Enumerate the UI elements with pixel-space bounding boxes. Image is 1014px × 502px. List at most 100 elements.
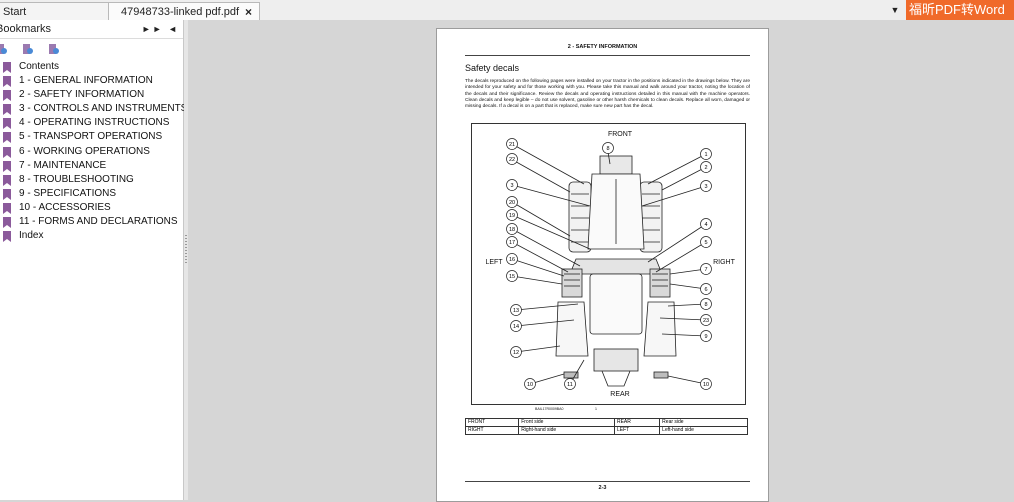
callout-number: 19: [509, 213, 515, 219]
callout: 20: [506, 196, 518, 208]
bookmark-icon: [3, 90, 11, 102]
callout-number: 1: [704, 152, 707, 158]
bookmark-icon: [3, 104, 11, 116]
callout-number: 23: [703, 318, 709, 324]
bookmark-label: 7 - MAINTENANCE: [19, 159, 107, 171]
page-title: Safety decals: [465, 63, 520, 73]
bookmark-label: 4 - OPERATING INSTRUCTIONS: [19, 117, 170, 129]
bookmark-label: 3 - CONTROLS AND INSTRUMENTS: [19, 103, 188, 115]
section-header: 2 - SAFETY INFORMATION: [567, 44, 638, 50]
callout-number: 2: [704, 165, 707, 171]
callout: 11: [564, 378, 576, 390]
callout-number: 9: [704, 334, 707, 340]
bookmark-icon: [3, 76, 11, 88]
callout: 17: [506, 236, 518, 248]
legend-cell: Rear side: [659, 418, 748, 427]
callout-number: 21: [509, 142, 515, 148]
callout: 19: [506, 209, 518, 221]
bookmark-item[interactable]: Index: [0, 229, 183, 243]
callout: 7: [700, 263, 712, 275]
bookmark-icon: [3, 231, 11, 243]
rear-label: REAR: [610, 391, 629, 398]
bookmark-options-icon[interactable]: [0, 42, 8, 56]
callout-number: 17: [509, 240, 515, 246]
bookmark-label: 5 - TRANSPORT OPERATIONS: [19, 131, 163, 143]
footer-rule: [465, 481, 750, 482]
bookmark-label: 9 - SPECIFICATIONS: [19, 187, 117, 199]
expand-bookmark-icon[interactable]: [20, 42, 34, 56]
page-number: 2-3: [598, 485, 607, 491]
legend-cell: LEFT: [613, 426, 661, 435]
intro-paragraph: The decals reproduced on the following p…: [465, 79, 750, 110]
bookmark-icon: [3, 160, 11, 172]
bookmark-item[interactable]: 6 - WORKING OPERATIONS: [0, 145, 183, 159]
callout-number: 6: [704, 287, 707, 293]
callout: 6: [700, 283, 712, 295]
bookmark-label: 10 - ACCESSORIES: [19, 201, 111, 213]
bookmark-icon: [3, 217, 11, 229]
callout: 21: [506, 138, 518, 150]
bookmark-label: 6 - WORKING OPERATIONS: [19, 145, 150, 157]
left-label: LEFT: [485, 259, 503, 266]
bookmark-item[interactable]: 7 - MAINTENANCE: [0, 159, 183, 173]
callout-number: 10: [527, 382, 533, 388]
callout: 8: [602, 142, 614, 154]
bookmark-label: 1 - GENERAL INFORMATION: [19, 75, 153, 87]
tab-list-dropdown-icon[interactable]: ▼: [890, 5, 900, 15]
tab-start-label: Start: [3, 6, 27, 18]
close-icon[interactable]: ×: [244, 5, 252, 19]
callout: 5: [700, 236, 712, 248]
bookmark-item[interactable]: 5 - TRANSPORT OPERATIONS: [0, 130, 183, 144]
legend-cell: FRONT: [464, 418, 520, 427]
callout-number: 5: [704, 240, 707, 246]
bookmark-item[interactable]: 1 - GENERAL INFORMATION: [0, 74, 183, 88]
callout-number: 16: [509, 257, 515, 263]
callout-number: 3: [704, 184, 707, 190]
panel-collapse-controls[interactable]: ►► ◄: [141, 24, 179, 34]
callout-number: 8: [606, 146, 609, 152]
bookmark-item[interactable]: 2 - SAFETY INFORMATION: [0, 88, 183, 102]
callout: 10: [700, 378, 712, 390]
callout-number: 13: [513, 308, 519, 314]
promo-banner[interactable]: 福昕PDF转Word: [906, 0, 1014, 20]
bookmark-item[interactable]: 10 - ACCESSORIES: [0, 201, 183, 215]
header-rule: [465, 55, 750, 56]
legend-cell: REAR: [613, 418, 661, 427]
bookmark-icon: [3, 188, 11, 200]
callout: 16: [506, 253, 518, 265]
find-bookmark-icon[interactable]: [46, 42, 60, 56]
bookmark-item[interactable]: 3 - CONTROLS AND INSTRUMENTS: [0, 102, 187, 116]
tab-start[interactable]: Start: [0, 2, 110, 21]
bookmark-item[interactable]: 4 - OPERATING INSTRUCTIONS: [0, 116, 183, 130]
bookmark-item[interactable]: 11 - FORMS AND DECLARATIONS: [0, 215, 183, 229]
callout: 13: [510, 304, 522, 316]
figure-id: BAIL17R0009BA0: [535, 407, 564, 411]
callout: 23: [700, 314, 712, 326]
bookmark-label: Index: [19, 230, 44, 242]
front-label: FRONT: [608, 131, 633, 138]
bookmark-item[interactable]: Contents: [0, 60, 183, 74]
document-page: 2 - SAFETY INFORMATION Safety decals The…: [436, 28, 769, 502]
callout: 3: [506, 179, 518, 191]
tab-document[interactable]: 47948733-linked pdf.pdf ×: [108, 2, 260, 21]
bookmarks-panel-title: Bookmarks: [0, 23, 52, 35]
legend-cell: RIGHT: [464, 426, 520, 435]
callout-number: 8: [704, 302, 707, 308]
bookmark-item[interactable]: 8 - TROUBLESHOOTING: [0, 173, 183, 187]
callout-number: 22: [509, 157, 515, 163]
bookmark-icon: [3, 146, 11, 158]
document-viewer[interactable]: 2 - SAFETY INFORMATION Safety decals The…: [188, 20, 1014, 502]
legend-cell: Front side: [518, 418, 615, 427]
callout: 4: [700, 218, 712, 230]
bookmarks-panel-header: Bookmarks ►► ◄: [0, 20, 183, 39]
callout: 22: [506, 153, 518, 165]
bookmark-item[interactable]: 9 - SPECIFICATIONS: [0, 187, 183, 201]
splitter-grip-icon[interactable]: [185, 235, 187, 265]
panel-splitter[interactable]: [184, 20, 188, 500]
